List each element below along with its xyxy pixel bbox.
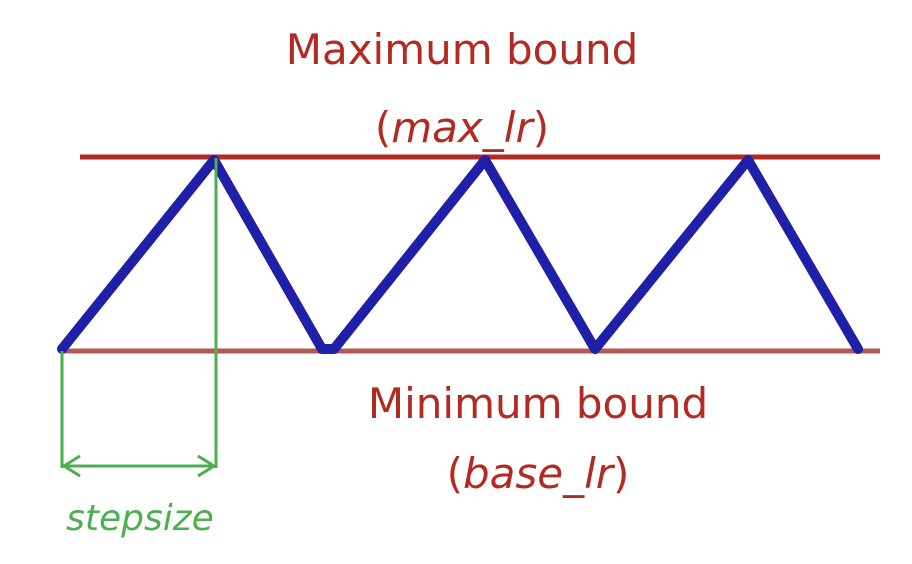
min-bound-var-label: (base_lr) bbox=[447, 449, 630, 498]
max-bound-label: Maximum bound bbox=[286, 25, 639, 74]
min-bound-label: Minimum bound bbox=[368, 379, 708, 428]
stepsize-label: stepsize bbox=[66, 498, 214, 539]
min-close-paren: ) bbox=[613, 449, 629, 498]
min-open-paren: ( bbox=[447, 449, 463, 498]
max-lr-var: max_lr bbox=[391, 103, 535, 152]
max-bound-var-label: (max_lr) bbox=[375, 103, 549, 152]
max-close-paren: ) bbox=[533, 103, 549, 152]
max-open-paren: ( bbox=[375, 103, 391, 152]
stepsize-arrowhead-left bbox=[61, 454, 81, 478]
triangular-wave bbox=[57, 155, 863, 354]
stepsize-arrowhead-right bbox=[197, 454, 217, 478]
base-lr-var: base_lr bbox=[463, 449, 616, 498]
